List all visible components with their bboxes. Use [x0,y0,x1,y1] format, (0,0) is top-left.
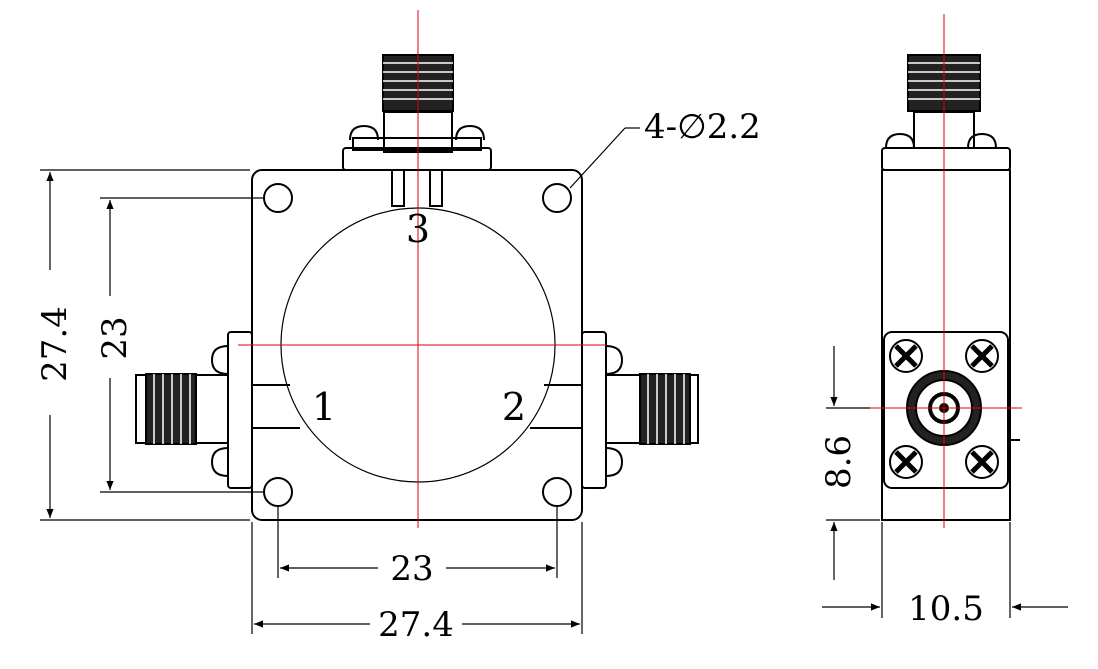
mounting-hole [263,183,293,213]
dim-width-outer: 27.4 [251,522,583,645]
dim-width-holes-text: 23 [390,549,433,589]
front-view: 3 1 2 4-∅2.2 27.4 23 [35,10,761,645]
dim-height-holes: 23 [95,197,264,493]
mounting-hole [542,183,572,213]
left-connector [135,331,300,489]
hole-callout: 4-∅2.2 [569,107,761,189]
dim-width-holes: 23 [277,506,558,589]
hole-callout-text: 4-∅2.2 [644,107,761,147]
side-top-connector [881,54,1011,171]
side-view: 8.6 10.5 [819,14,1068,629]
dim-height-outer-text: 27.4 [35,306,75,382]
dim-depth: 10.5 [822,522,1068,629]
dim-height-outer: 27.4 [35,169,250,521]
dim-width-outer-text: 27.4 [378,605,454,645]
port-2-label: 2 [502,385,526,429]
side-flange [883,331,1009,489]
port-1-label: 1 [312,385,336,429]
port-3-label: 3 [406,207,430,251]
dim-depth-text: 10.5 [908,589,984,629]
dim-connector-height-text: 8.6 [819,435,859,489]
screw-icon [965,339,999,373]
mounting-hole [542,477,572,507]
dim-height-holes-text: 23 [95,316,135,359]
screw-icon [965,445,999,479]
dim-connector-height: 8.6 [819,346,880,580]
screw-icon [889,445,923,479]
screw-icon [889,339,923,373]
top-connector [342,54,492,207]
mounting-hole [263,477,293,507]
side-body [881,169,1011,521]
